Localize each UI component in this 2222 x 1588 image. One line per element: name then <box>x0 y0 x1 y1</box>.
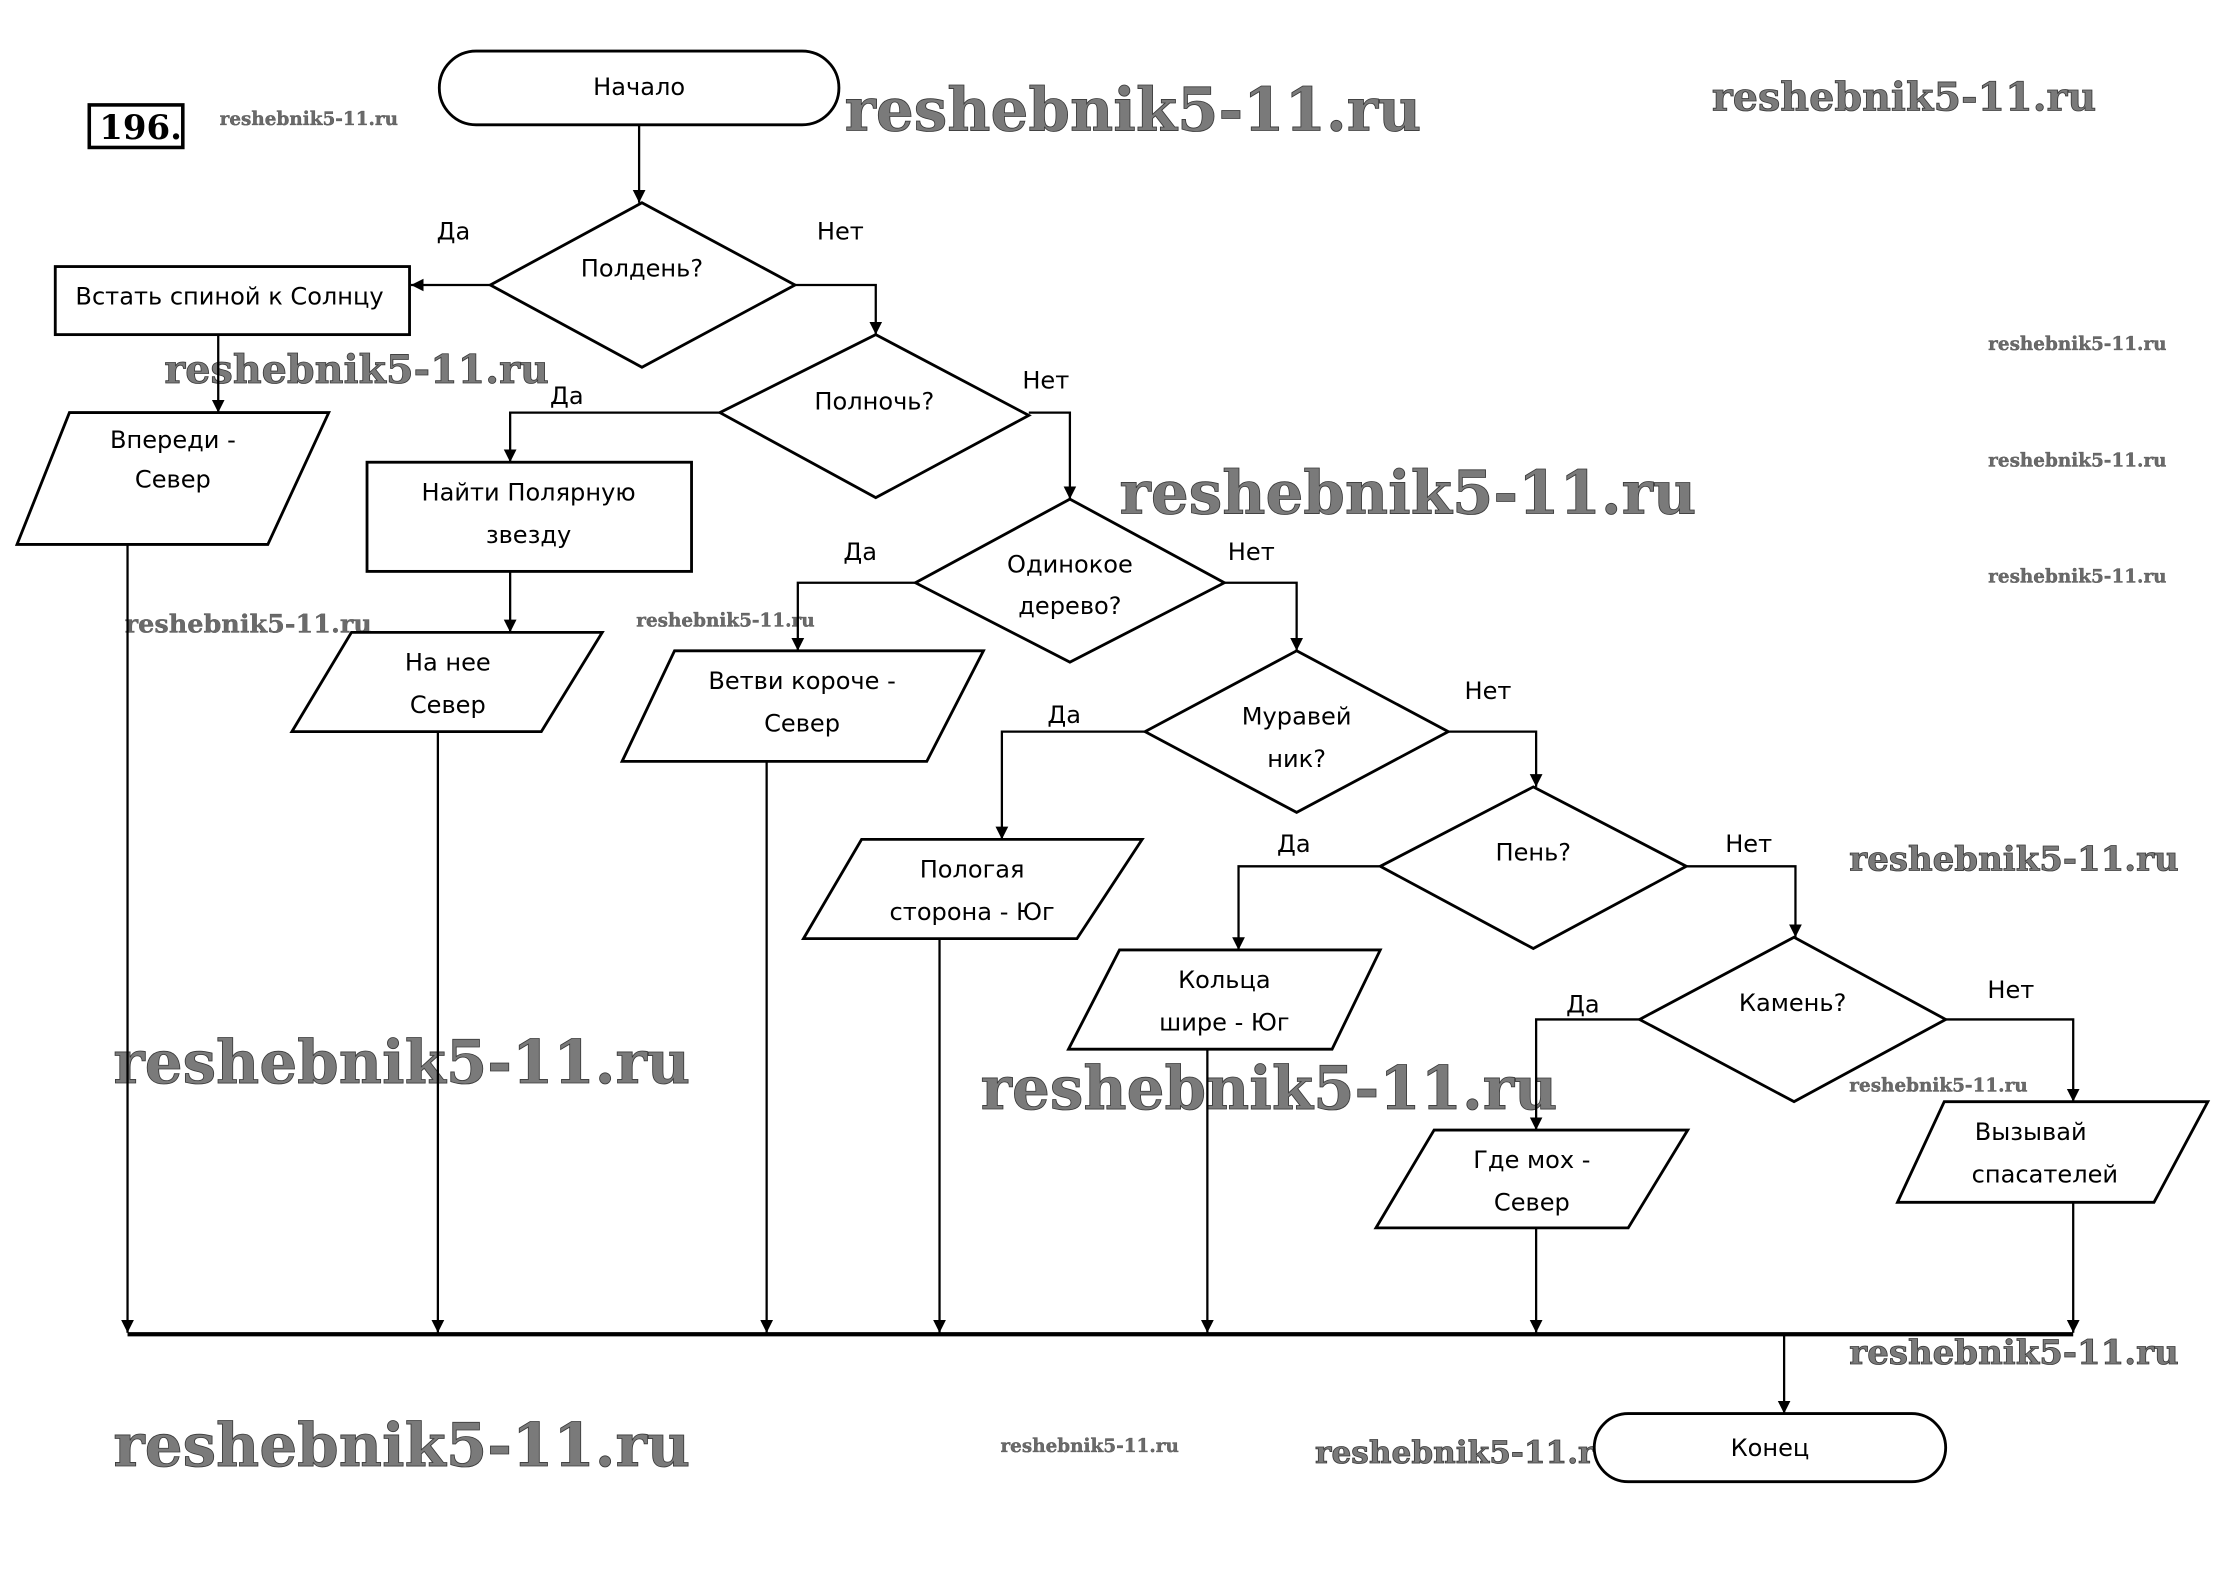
output-label-line2: Север <box>764 710 840 738</box>
watermark: reshebnik5-11.ru <box>845 75 1422 145</box>
watermark: reshebnik5-11.ru <box>1988 567 2166 588</box>
watermark: reshebnik5-11.ru <box>1849 1333 2178 1373</box>
branch-no-label: Нет <box>817 218 864 246</box>
watermark: reshebnik5-11.ru <box>125 609 372 639</box>
watermark: reshebnik5-11.ru <box>1712 75 2096 121</box>
branch-yes-label: Да <box>1566 990 1600 1018</box>
output-label-line1: Где мох - <box>1473 1146 1590 1174</box>
output-moss-north[interactable]: Где мох - Север <box>1373 1128 1691 1230</box>
output-on-it-north[interactable]: На нее Север <box>289 630 605 734</box>
watermark: reshebnik5-11.ru <box>113 1028 690 1098</box>
output-label-line1: Пологая <box>920 856 1025 884</box>
decision-stump[interactable]: Пень? <box>1377 785 1690 951</box>
output-label-line1: На нее <box>405 649 491 677</box>
watermark: reshebnik5-11.ru <box>636 611 814 632</box>
watermark: reshebnik5-11.ru <box>1120 458 1697 528</box>
end-label: Конец <box>1731 1434 1810 1462</box>
watermark: reshebnik5-11.ru <box>1988 334 2166 355</box>
watermark: reshebnik5-11.ru <box>981 1054 1558 1124</box>
decision-label-line2: ник? <box>1267 745 1326 773</box>
connectors <box>121 124 2080 1414</box>
watermark: reshebnik5-11.ru <box>1988 450 2166 471</box>
decision-midnight[interactable]: Полночь? <box>716 333 1032 500</box>
start-terminator[interactable]: Начало <box>437 49 841 127</box>
watermark: reshebnik5-11.ru <box>1849 840 2178 880</box>
watermark: reshebnik5-11.ru <box>1849 1076 2027 1097</box>
output-ahead-north[interactable]: Впереди - Север <box>14 411 331 546</box>
output-branches-north[interactable]: Ветви короче - Север <box>619 649 986 763</box>
branch-yes-label: Да <box>843 538 877 566</box>
process-back-to-sun[interactable]: Встать спиной к Солнцу <box>53 265 411 337</box>
output-label-line1: Ветви короче - <box>708 667 895 695</box>
process-label-line2: звезду <box>486 521 571 549</box>
connector <box>1945 1018 2080 1102</box>
connector <box>1232 865 1381 950</box>
branch-labels: Да Нет Да Нет Да Нет Да Нет Да Нет Да Не… <box>437 218 2035 1019</box>
decision-noon[interactable]: Полдень? <box>487 201 798 369</box>
end-shape[interactable] <box>1592 1412 1948 1484</box>
output-label-line1: Впереди - <box>110 426 236 454</box>
output-rings-south[interactable]: Кольца шире - Юг <box>1066 948 1383 1051</box>
connector <box>1224 581 1304 651</box>
problem-number-text: 196. <box>99 108 182 148</box>
output-label-line1: Вызывай <box>1975 1118 2087 1146</box>
watermark: reshebnik5-11.ru <box>113 1411 690 1481</box>
connector <box>791 581 916 651</box>
connector <box>1028 411 1077 500</box>
process-label: Встать спиной к Солнцу <box>75 283 383 311</box>
watermarks: reshebnik5-11.ru reshebnik5-11.ru resheb… <box>113 74 2179 1481</box>
watermark: reshebnik5-11.ru <box>164 347 548 393</box>
decision-label-line1: Муравей <box>1242 702 1352 730</box>
branch-no-label: Нет <box>1725 830 1772 858</box>
output-label-line2: сторона - Юг <box>890 898 1055 926</box>
output-label-line2: Север <box>1494 1189 1570 1217</box>
connector <box>1448 730 1543 787</box>
output-label-line2: спасателей <box>1972 1160 2118 1188</box>
process-find-polaris[interactable]: Найти Полярную звезду <box>365 460 693 573</box>
watermark: reshebnik5-11.ru <box>220 109 398 130</box>
branch-no-label: Нет <box>1022 366 1069 394</box>
decision-label-line1: Одинокое <box>1007 551 1133 579</box>
decision-label: Полночь? <box>814 388 934 416</box>
branch-yes-label: Да <box>550 382 584 410</box>
decision-anthill[interactable]: Муравей ник? <box>1141 649 1452 815</box>
watermark: reshebnik5-11.ru <box>1000 1436 1178 1457</box>
decision-label: Пень? <box>1495 839 1571 867</box>
decision-label: Камень? <box>1739 989 1847 1017</box>
connector <box>1529 1018 1640 1131</box>
decision-label: Полдень? <box>581 254 703 282</box>
output-gentle-south[interactable]: Пологая сторона - Юг <box>801 837 1145 941</box>
decision-lonely-tree[interactable]: Одинокое дерево? <box>912 497 1228 664</box>
branch-yes-label: Да <box>437 218 471 246</box>
connector <box>794 283 883 335</box>
watermark: reshebnik5-11.ru <box>1315 1435 1617 1471</box>
connector <box>995 730 1146 840</box>
end-terminator[interactable]: Конец <box>1592 1412 1948 1484</box>
connector <box>503 411 720 463</box>
output-call-rescue[interactable]: Вызывай спасателей <box>1895 1100 2211 1204</box>
connector <box>1686 865 1802 938</box>
decision-label-line2: дерево? <box>1018 592 1121 620</box>
start-shape[interactable] <box>437 49 841 127</box>
output-label-line2: шире - Юг <box>1159 1009 1289 1037</box>
output-label-line2: Север <box>410 691 486 719</box>
output-label-line2: Север <box>135 466 211 494</box>
process-label-line1: Найти Полярную <box>422 478 636 506</box>
branch-no-label: Нет <box>1987 976 2034 1004</box>
branch-no-label: Нет <box>1464 677 1511 705</box>
output-label-line1: Кольца <box>1178 966 1271 994</box>
problem-number: 196. <box>87 103 185 150</box>
start-label: Начало <box>593 73 685 101</box>
branch-no-label: Нет <box>1228 538 1275 566</box>
branch-yes-label: Да <box>1047 701 1081 729</box>
decision-stone[interactable]: Камень? <box>1636 935 1949 1104</box>
branch-yes-label: Да <box>1277 830 1311 858</box>
